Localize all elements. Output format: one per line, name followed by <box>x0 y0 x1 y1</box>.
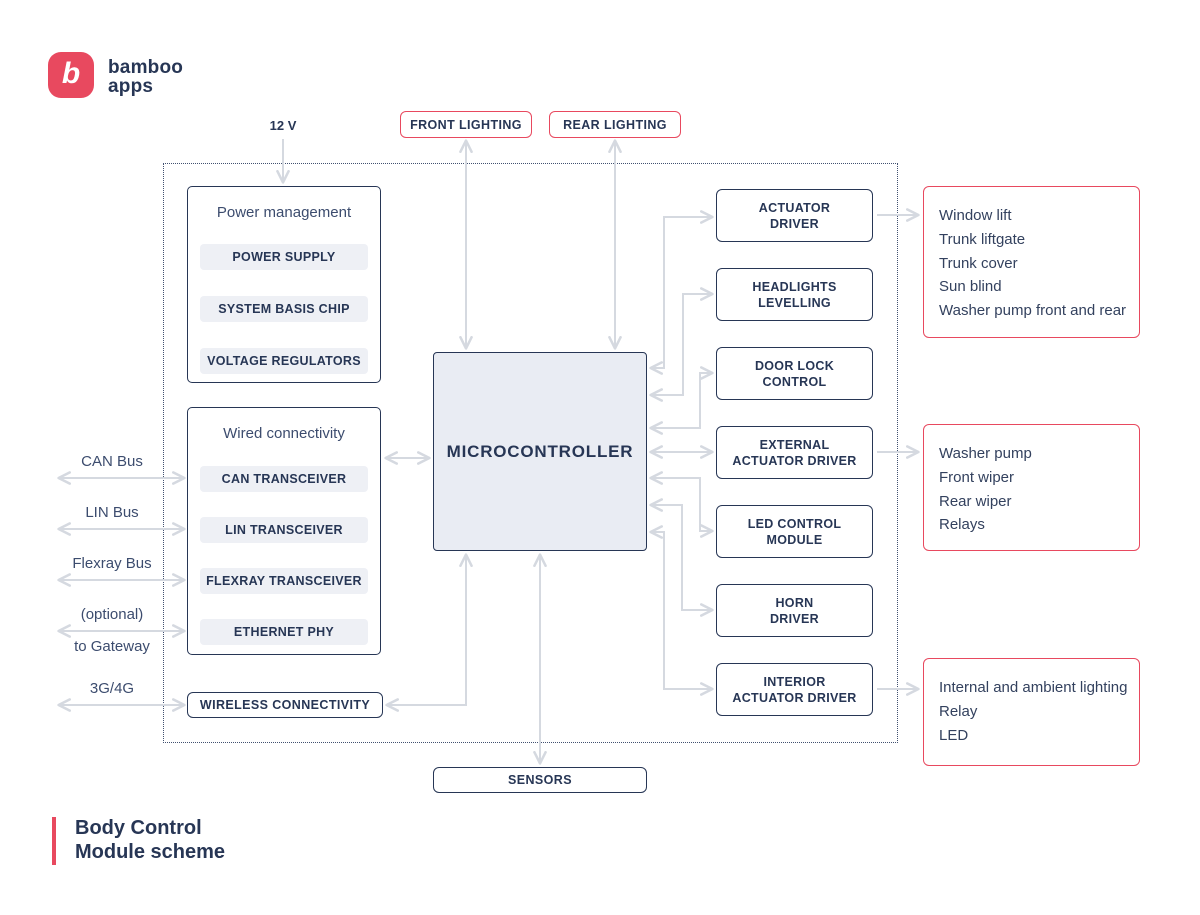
power-input-label: 12 V <box>269 118 297 133</box>
flexray-transceiver-chip: FLEXRAY TRANSCEIVER <box>200 568 368 594</box>
led-control-module-box: LED CONTROL MODULE <box>716 505 873 558</box>
output-item: Trunk liftgate <box>939 230 1026 248</box>
output-item: Internal and ambient lighting <box>939 679 1128 696</box>
voltage-regulators-chip: VOLTAGE REGULATORS <box>200 348 368 374</box>
output-item: Trunk cover <box>939 254 1018 272</box>
diagram-title: Body Control Module scheme <box>75 816 225 864</box>
driver-label-line: CONTROL <box>762 374 827 389</box>
can-bus-label: CAN Bus <box>81 453 143 470</box>
driver-label-line: EXTERNAL <box>759 437 830 452</box>
driver-label-line: INTERIOR <box>763 674 826 689</box>
output-item: Washer pump front and rear <box>939 302 1127 320</box>
driver-label-line: ACTUATOR DRIVER <box>732 453 857 468</box>
optional-label: (optional) <box>80 606 144 623</box>
output-item: Relay <box>939 702 978 720</box>
driver-label-line: DRIVER <box>769 611 820 626</box>
driver-label-line: LEVELLING <box>758 295 831 310</box>
driver-label-line: ACTUATOR <box>758 200 831 215</box>
can-transceiver-chip: CAN TRANSCEIVER <box>200 466 368 492</box>
sensors-box: SENSORS <box>433 767 647 793</box>
interior-actuator-driver-box: INTERIOR ACTUATOR DRIVER <box>716 663 873 716</box>
actuator-outputs-box: Window lift Trunk liftgate Trunk cover S… <box>923 186 1140 338</box>
driver-label-line: HORN <box>775 595 814 610</box>
driver-label-line: DRIVER <box>769 216 820 231</box>
output-item: Window lift <box>939 207 1012 224</box>
brand-name-line1: bamboo <box>108 57 184 78</box>
lin-transceiver-chip: LIN TRANSCEIVER <box>200 517 368 543</box>
brand-name-line2: apps <box>108 76 154 97</box>
system-basis-chip: SYSTEM BASIS CHIP <box>200 296 368 322</box>
driver-label-line: DOOR LOCK <box>754 358 835 373</box>
logo-letter: b <box>61 57 81 90</box>
external-actuator-outputs-box: Washer pump Front wiper Rear wiper Relay… <box>923 424 1140 551</box>
wired-connectivity-group: Wired connectivity CAN TRANSCEIVER LIN T… <box>187 407 381 655</box>
diagram-title-line2: Module scheme <box>75 841 226 863</box>
headlights-levelling-box: HEADLIGHTS LEVELLING <box>716 268 873 321</box>
output-item: Front wiper <box>939 468 1015 486</box>
output-item: Sun blind <box>939 278 1002 296</box>
power-supply-chip: POWER SUPPLY <box>200 244 368 270</box>
wired-connectivity-title: Wired connectivity <box>223 425 345 442</box>
ethernet-phy-chip: ETHERNET PHY <box>200 619 368 645</box>
output-item: Rear wiper <box>939 492 1012 510</box>
to-gateway-label: to Gateway <box>74 638 150 655</box>
actuator-driver-box: ACTUATOR DRIVER <box>716 189 873 242</box>
flexray-bus-label: Flexray Bus <box>72 555 152 572</box>
driver-label-line: ACTUATOR DRIVER <box>732 690 857 705</box>
door-lock-control-box: DOOR LOCK CONTROL <box>716 347 873 400</box>
footer-accent-bar <box>52 817 56 865</box>
power-management-group: Power management POWER SUPPLY SYSTEM BAS… <box>187 186 381 383</box>
horn-driver-box: HORN DRIVER <box>716 584 873 637</box>
interior-actuator-outputs-box: Internal and ambient lighting Relay LED <box>923 658 1140 766</box>
cellular-label: 3G/4G <box>89 680 135 697</box>
output-item: Relays <box>939 516 985 534</box>
output-item: Washer pump <box>939 445 1032 462</box>
microcontroller-box: MICROCONTROLLER <box>433 352 647 551</box>
lin-bus-label: LIN Bus <box>85 504 139 521</box>
brand-name: bamboo apps <box>108 58 183 96</box>
module-boundary <box>163 163 898 743</box>
driver-label-line: HEADLIGHTS <box>752 279 837 294</box>
external-actuator-driver-box: EXTERNAL ACTUATOR DRIVER <box>716 426 873 479</box>
output-item: LED <box>939 726 969 744</box>
wireless-connectivity-box: WIRELESS CONNECTIVITY <box>187 692 383 718</box>
driver-label-line: LED CONTROL <box>747 516 842 531</box>
driver-label-line: MODULE <box>766 532 823 547</box>
bamboo-apps-logo-icon: b <box>48 52 94 98</box>
power-management-title: Power management <box>216 204 352 221</box>
diagram-title-line1: Body Control <box>75 817 202 839</box>
rear-lighting-box: REAR LIGHTING <box>549 111 681 138</box>
front-lighting-box: FRONT LIGHTING <box>400 111 532 138</box>
